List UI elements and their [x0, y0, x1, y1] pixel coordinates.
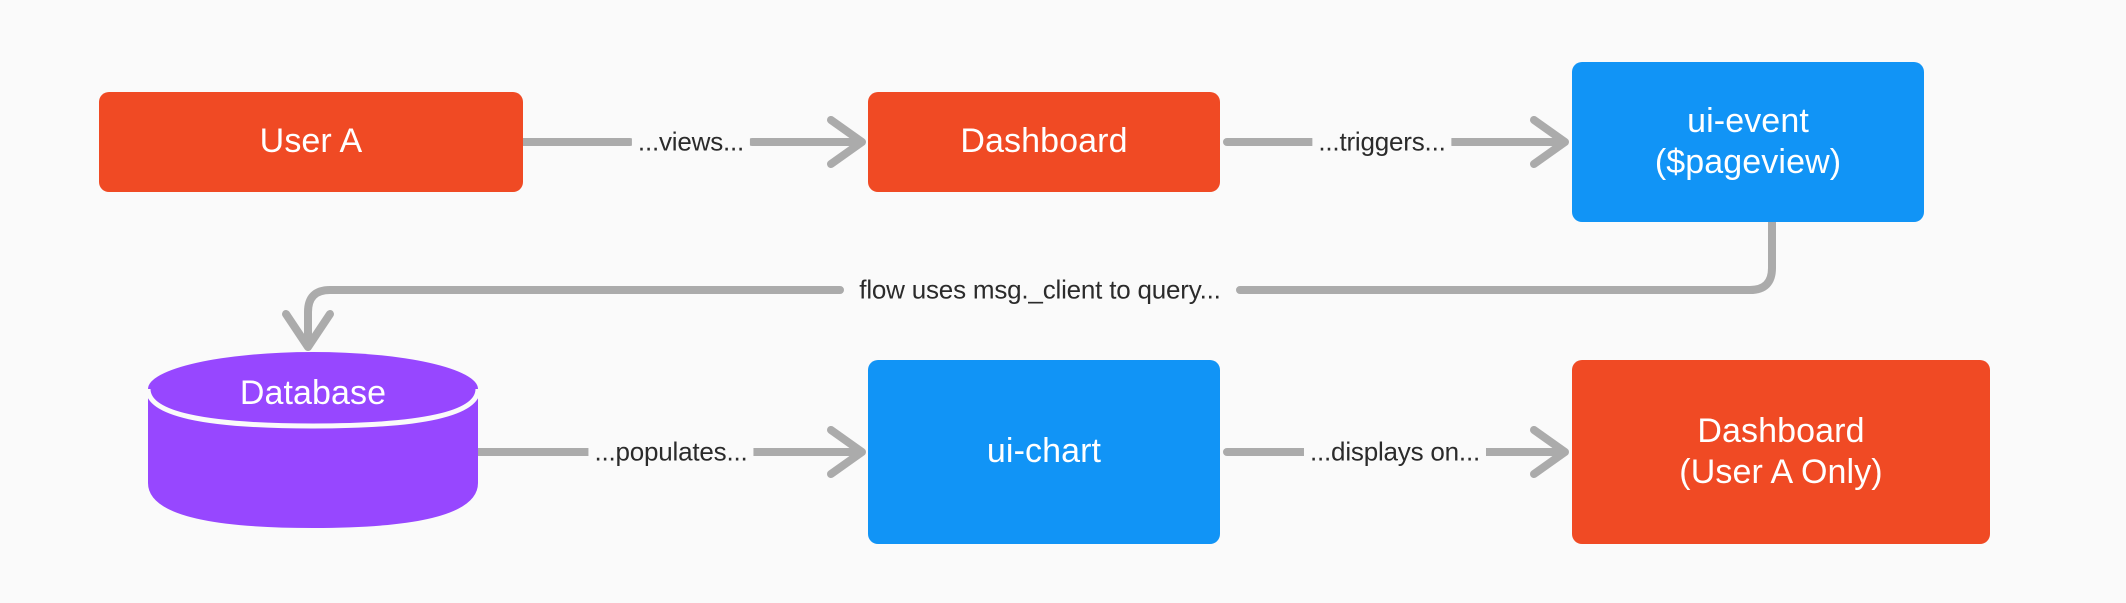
- node-dashboard-top[interactable]: Dashboard: [868, 92, 1220, 192]
- node-ui-chart-label: ui-chart: [986, 432, 1102, 471]
- node-database[interactable]: Database: [145, 352, 481, 528]
- node-dashboard-bottom[interactable]: Dashboard (User A Only): [1572, 360, 1990, 544]
- node-user-a-label: User A: [259, 122, 363, 161]
- node-ui-event-sublabel: ($pageview): [1654, 143, 1842, 181]
- edge-label-triggers: ...triggers...: [1312, 126, 1452, 158]
- edge-label-query: flow uses msg._client to query...: [853, 274, 1227, 306]
- node-user-a[interactable]: User A: [99, 92, 523, 192]
- node-dashboard-top-label: Dashboard: [960, 122, 1128, 161]
- edge-label-populates: ...populates...: [588, 436, 754, 468]
- node-ui-chart[interactable]: ui-chart: [868, 360, 1220, 544]
- database-cylinder-icon: [145, 352, 481, 528]
- edge-label-displays: ...displays on...: [1303, 436, 1487, 468]
- edge-label-views: ...views...: [631, 126, 751, 158]
- node-dashboard-bottom-sublabel: (User A Only): [1679, 453, 1883, 491]
- node-ui-event[interactable]: ui-event ($pageview): [1572, 62, 1924, 222]
- node-dashboard-bottom-label: Dashboard: [1697, 411, 1865, 450]
- node-ui-event-label: ui-event: [1687, 101, 1809, 140]
